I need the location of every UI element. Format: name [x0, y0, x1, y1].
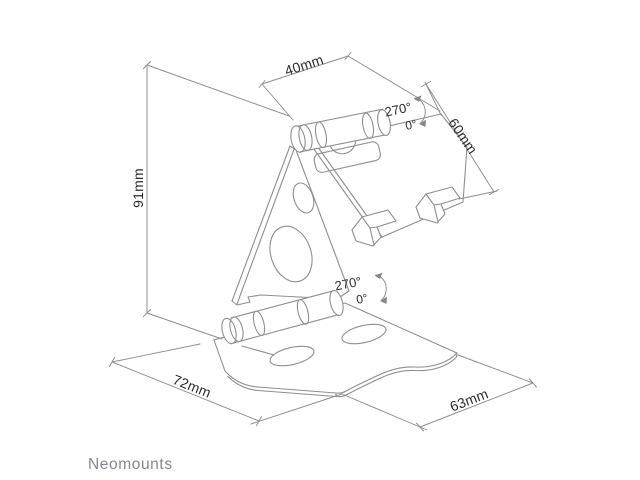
- dim-63-ticks: [416, 378, 537, 432]
- brand-logo-text: Neomounts: [88, 456, 173, 473]
- dim-72-label: 72mm: [171, 371, 214, 400]
- top-hinge-max-angle-label: 270°: [383, 99, 412, 119]
- base-edge-detail: [241, 345, 275, 356]
- dim-91-label: 91mm: [130, 168, 146, 208]
- dim-91-extension-lines: [146, 64, 290, 340]
- back-plate: [231, 145, 350, 306]
- dim-60-ticks: [421, 81, 499, 195]
- phone-hook-right-folds: [425, 193, 442, 223]
- bottom-hinge-rotation-arrowhead-end: [380, 296, 387, 304]
- dim-72-extension-lines: [111, 343, 343, 425]
- base-slot-right: [341, 323, 387, 345]
- footer: Neomounts: [88, 456, 173, 473]
- dimension-height-91mm: 91mm: [130, 61, 290, 340]
- dim-63-line: [419, 382, 534, 428]
- dim-63-extension-lines: [341, 354, 534, 431]
- dim-60-line: [425, 83, 495, 193]
- top-hinge-edges: [297, 108, 386, 153]
- dim-72-ticks: [109, 357, 262, 426]
- phone-hook-right: [415, 186, 461, 224]
- support-plate-recess: [313, 141, 381, 173]
- base-slot-left: [269, 345, 315, 367]
- top-hinge: [290, 108, 391, 153]
- bottom-hinge-rotation-arrowhead-start: [374, 272, 383, 279]
- dim-40-extension-lines: [261, 55, 441, 121]
- dim-63-label: 63mm: [448, 385, 491, 414]
- phone-hook-left-folds: [361, 216, 378, 246]
- dimension-hinge-40mm: 40mm: [258, 51, 441, 121]
- bottom-hinge-rotation-annotation: 270° 0°: [333, 272, 387, 307]
- bottom-hinge-body: [225, 290, 341, 344]
- back-plate-small-hole: [292, 182, 315, 214]
- dim-40-line: [261, 55, 349, 85]
- bottom-hinge-edges: [230, 290, 339, 344]
- dim-72-line: [111, 361, 260, 422]
- bottom-hinge-max-angle-label: 270°: [333, 274, 362, 294]
- top-hinge-rotation-arrowhead-start: [413, 95, 422, 102]
- dim-91-ticks: [143, 61, 151, 317]
- bottom-hinge-min-angle-label: 0°: [355, 291, 369, 307]
- top-hinge-body: [295, 109, 388, 152]
- dim-40-ticks: [258, 52, 352, 88]
- top-hinge-rotation-annotation: 270° 0°: [383, 95, 426, 133]
- dim-40-label: 40mm: [283, 51, 326, 78]
- back-plate-large-hole: [269, 225, 313, 283]
- phone-hook-left: [351, 209, 397, 247]
- back-plate-thickness-edge: [236, 147, 296, 305]
- top-hinge-min-angle-label: 0°: [404, 117, 418, 133]
- top-hinge-rotation-arrowhead-end: [419, 119, 426, 127]
- bottom-hinge-rotation-arc: [375, 274, 387, 301]
- back-plate-outline: [231, 145, 350, 306]
- bottom-hinge: [221, 289, 344, 345]
